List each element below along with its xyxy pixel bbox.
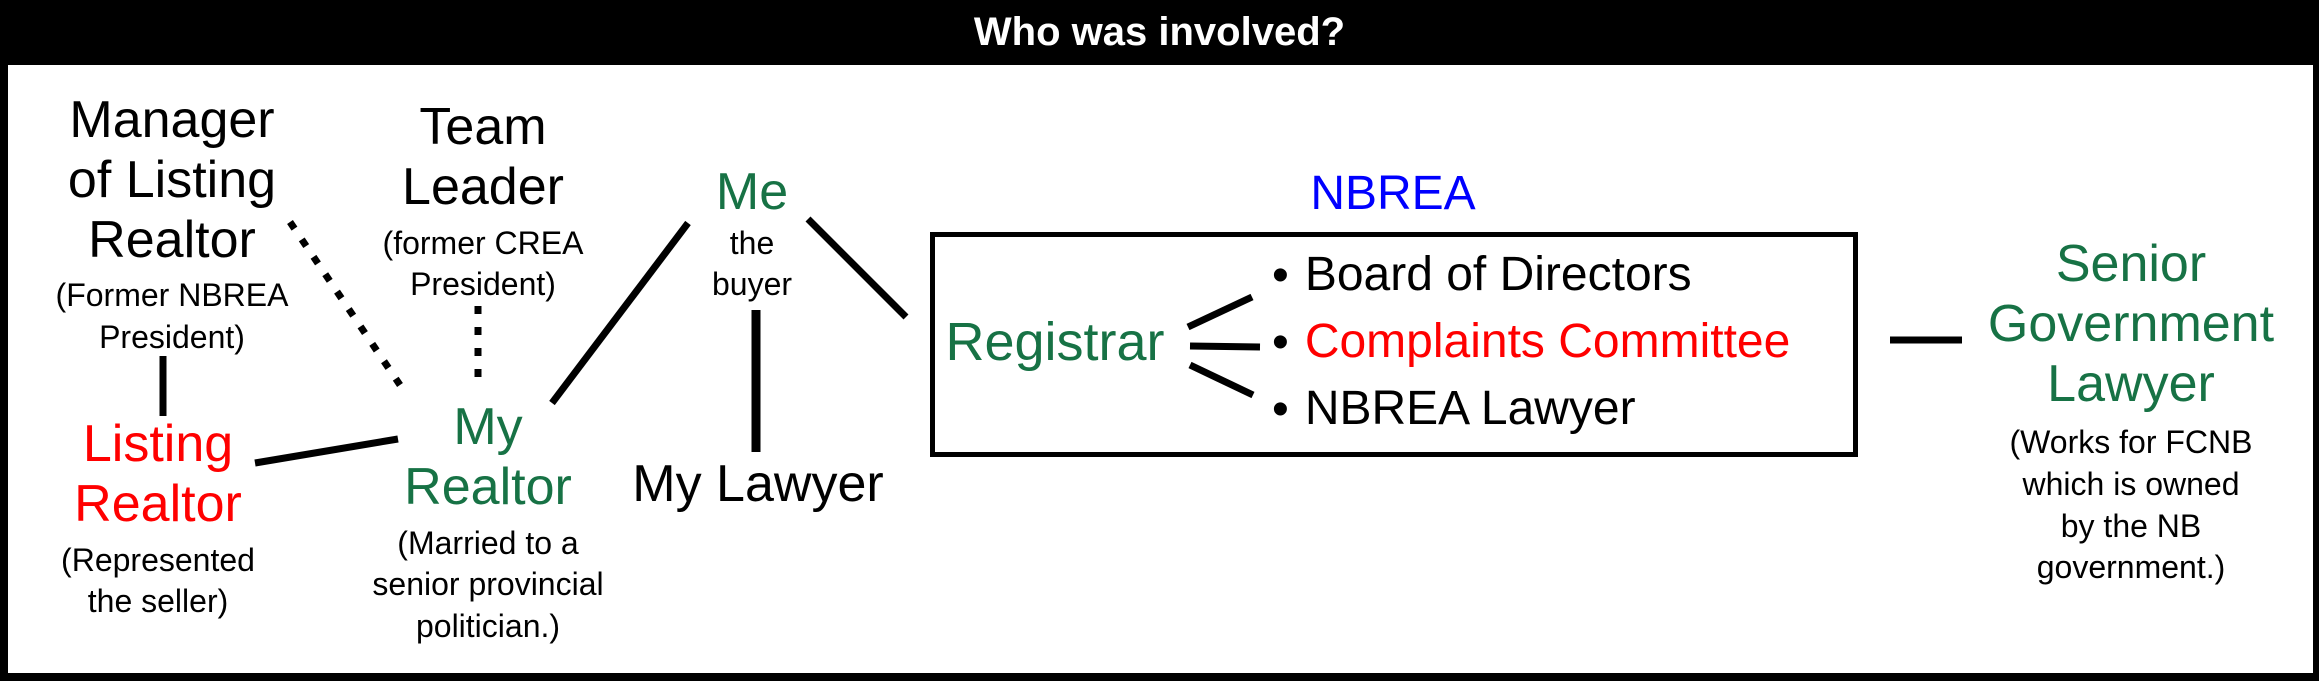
page-title: Who was involved? xyxy=(973,10,1346,54)
nbrea-box xyxy=(930,232,1858,457)
nbrea-bullet-list: • Board of Directors • Complaints Commit… xyxy=(1272,242,1790,443)
frame-border-bottom xyxy=(0,673,2319,681)
node-label: My Realtor xyxy=(404,398,572,516)
node-me: Me the buyer xyxy=(677,163,827,306)
node-sublabel: (Former NBREA President) xyxy=(55,277,289,355)
node-senior-government-lawyer: Senior Government Lawyer (Works for FCNB… xyxy=(1956,235,2306,589)
frame-border-right xyxy=(2313,0,2319,681)
node-label: Team Leader xyxy=(402,98,564,216)
node-sublabel: (Represented the seller) xyxy=(61,541,255,620)
node-label: My Lawyer xyxy=(632,455,884,513)
node-label: Me xyxy=(715,163,789,221)
list-item: • NBREA Lawyer xyxy=(1272,376,1790,443)
node-listing-realtor: Listing Realtor (Represented the seller) xyxy=(8,415,308,623)
list-item-label: Board of Directors xyxy=(1304,248,1692,302)
list-item-label: Complaints Committee xyxy=(1304,315,1791,369)
node-team-leader: Team Leader (former CREA President) xyxy=(333,98,633,306)
node-my-realtor: My Realtor (Married to a senior provinci… xyxy=(338,398,638,647)
list-item: • Complaints Committee xyxy=(1272,309,1790,376)
node-sublabel: (Married to a senior provincial politici… xyxy=(372,524,604,644)
node-manager-of-listing-realtor: Manager of Listing Realtor (Former NBREA… xyxy=(12,91,332,359)
node-sublabel: (Works for FCNB which is owned by the NB… xyxy=(2009,424,2253,586)
frame-border-left xyxy=(0,0,8,681)
node-label: Manager of Listing Realtor xyxy=(67,91,277,269)
node-my-lawyer: My Lawyer xyxy=(608,455,908,515)
node-sublabel: (former CREA President) xyxy=(382,224,584,303)
nbrea-heading: NBREA xyxy=(1310,167,1476,220)
list-item: • Board of Directors xyxy=(1272,242,1790,309)
bullet-icon: • xyxy=(1272,382,1289,436)
node-label: Listing Realtor xyxy=(74,415,242,533)
node-registrar: Registrar xyxy=(945,312,1165,372)
bullet-icon: • xyxy=(1272,248,1289,302)
title-banner: Who was involved? xyxy=(0,0,2319,65)
list-item-label: NBREA Lawyer xyxy=(1304,382,1636,436)
node-label: Senior Government Lawyer xyxy=(1987,235,2275,413)
node-sublabel: the buyer xyxy=(711,224,793,303)
bullet-icon: • xyxy=(1272,315,1289,369)
